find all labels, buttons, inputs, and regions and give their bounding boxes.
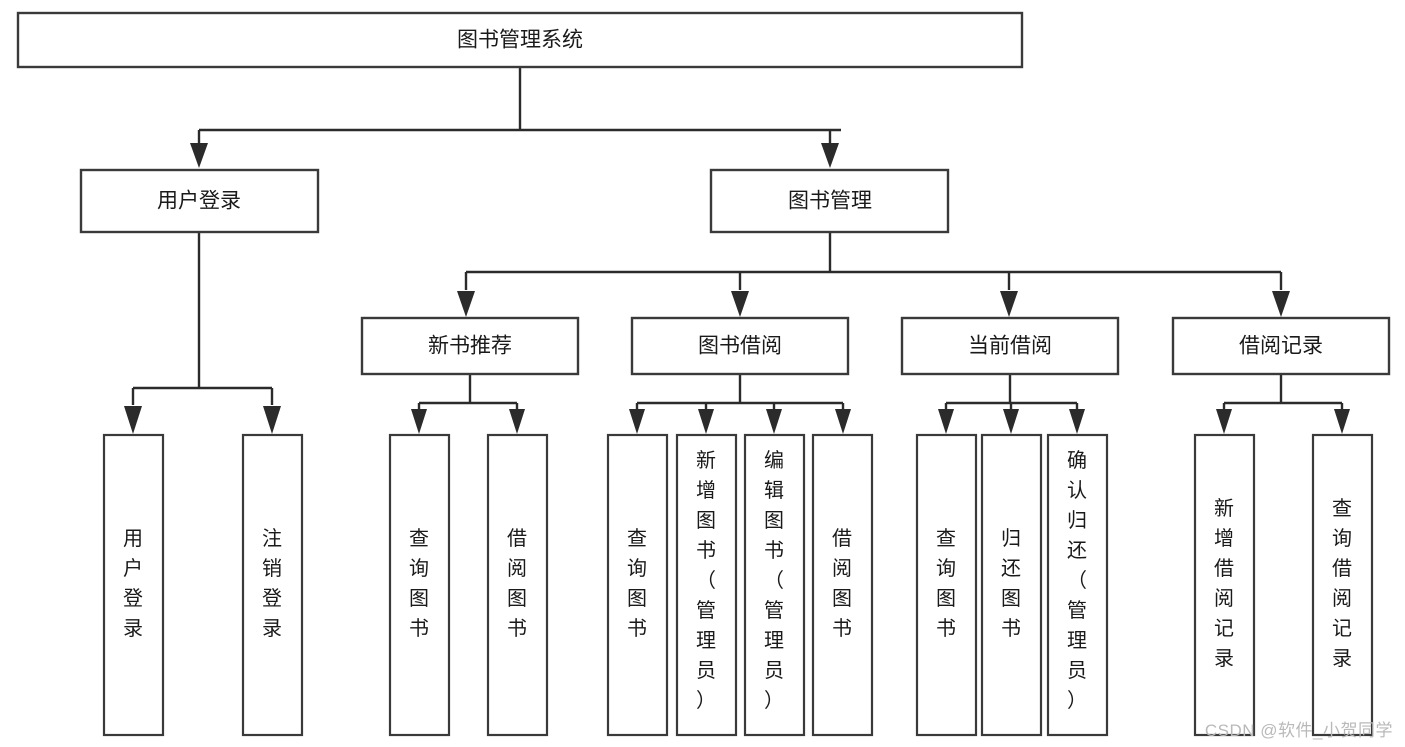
- node-leaf-query-book-1-rect[interactable]: [388, 433, 451, 737]
- node-leaf-borrow-book-1-label: 借阅图书: [507, 527, 527, 640]
- node-leaf-borrow-book-2-rect[interactable]: [811, 433, 874, 737]
- node-leaf-user-login-rect[interactable]: [102, 433, 165, 737]
- node-leaf-return-book-label: 归还图书: [1001, 527, 1021, 640]
- arrowhead-book-borrow: [731, 291, 749, 317]
- node-leaf-user-logout[interactable]: 注销登录: [241, 433, 304, 737]
- node-new-book-recommend-label: 新书推荐: [428, 335, 512, 358]
- node-leaf-query-book-3-label: 查询图书: [936, 527, 956, 640]
- node-current-borrow-rect[interactable]: [900, 316, 1120, 376]
- node-leaf-confirm-return[interactable]: 确认归还（管理员）: [1046, 433, 1109, 737]
- node-leaf-query-record-label: 查询借阅记录: [1332, 497, 1352, 670]
- arrowhead-leaf-add-record: [1216, 409, 1232, 434]
- node-user-login-rect[interactable]: [79, 168, 320, 234]
- node-leaf-borrow-book-1[interactable]: 借阅图书: [486, 433, 549, 737]
- node-leaf-add-book-rect[interactable]: [675, 433, 738, 737]
- node-leaf-query-book-3[interactable]: 查询图书: [915, 433, 978, 737]
- node-leaf-edit-book[interactable]: 编辑图书（管理员）: [743, 433, 806, 737]
- arrowhead-leaf-add-book: [698, 409, 714, 434]
- node-leaf-borrow-book-2-label: 借阅图书: [832, 527, 852, 640]
- arrowhead-leaf-query-book-3: [938, 409, 954, 434]
- arrowhead-borrow-record: [1272, 291, 1290, 317]
- node-leaf-query-book-1-label: 查询图书: [409, 527, 429, 640]
- node-leaf-add-record-label: 新增借阅记录: [1214, 497, 1234, 670]
- node-leaf-query-record[interactable]: 查询借阅记录: [1311, 433, 1374, 737]
- arrowhead-leaf-query-book-1: [411, 409, 427, 434]
- node-borrow-record-label: 借阅记录: [1239, 335, 1323, 358]
- node-leaf-add-book-label: 新增图书（管理员）: [696, 449, 716, 712]
- node-leaf-add-book[interactable]: 新增图书（管理员）: [675, 433, 738, 737]
- node-user-login-label: 用户登录: [157, 190, 241, 213]
- node-leaf-edit-book-rect[interactable]: [743, 433, 806, 737]
- arrowhead-new-book-recommend: [457, 291, 475, 317]
- node-leaf-return-book[interactable]: 归还图书: [980, 433, 1043, 737]
- node-leaf-borrow-book-1-rect[interactable]: [486, 433, 549, 737]
- node-leaf-query-book-3-rect[interactable]: [915, 433, 978, 737]
- node-leaf-return-book-rect[interactable]: [980, 433, 1043, 737]
- arrowhead-current-borrow: [1000, 291, 1018, 317]
- node-leaf-borrow-book-2[interactable]: 借阅图书: [811, 433, 874, 737]
- node-root-rect[interactable]: [16, 11, 1024, 69]
- csdn-watermark: CSDN @软件_小贺同学: [1204, 721, 1393, 740]
- arrowhead-leaf-user-login: [124, 406, 142, 434]
- arrowhead-leaf-return-book: [1003, 409, 1019, 434]
- node-current-borrow[interactable]: 当前借阅: [900, 316, 1120, 376]
- node-book-manage[interactable]: 图书管理: [709, 168, 950, 234]
- node-user-login[interactable]: 用户登录: [79, 168, 320, 234]
- node-book-borrow-rect[interactable]: [630, 316, 850, 376]
- arrowhead-leaf-user-logout: [263, 406, 281, 434]
- node-book-manage-rect[interactable]: [709, 168, 950, 234]
- node-book-borrow-label: 图书借阅: [698, 335, 782, 358]
- arrowhead-leaf-confirm-return: [1069, 409, 1085, 434]
- node-root-label: 图书管理系统: [457, 29, 583, 52]
- arrowhead-book-manage: [821, 143, 839, 168]
- node-borrow-record[interactable]: 借阅记录: [1171, 316, 1391, 376]
- node-leaf-edit-book-label: 编辑图书（管理员）: [764, 449, 784, 712]
- node-leaf-user-login[interactable]: 用户登录: [102, 433, 165, 737]
- node-new-book-recommend[interactable]: 新书推荐: [360, 316, 580, 376]
- node-leaf-user-logout-label: 注销登录: [262, 527, 282, 640]
- node-leaf-user-logout-rect[interactable]: [241, 433, 304, 737]
- node-leaf-confirm-return-rect[interactable]: [1046, 433, 1109, 737]
- node-leaf-query-book-2-rect[interactable]: [606, 433, 669, 737]
- node-book-borrow[interactable]: 图书借阅: [630, 316, 850, 376]
- arrowhead-leaf-borrow-book-2: [835, 409, 851, 434]
- arrowhead-user-login: [190, 143, 208, 168]
- node-borrow-record-rect[interactable]: [1171, 316, 1391, 376]
- arrowhead-leaf-query-record: [1334, 409, 1350, 434]
- node-root-book-management-system[interactable]: 图书管理系统: [16, 11, 1024, 69]
- node-leaf-query-book-2-label: 查询图书: [627, 527, 647, 640]
- node-leaf-query-book-1[interactable]: 查询图书: [388, 433, 451, 737]
- arrowhead-leaf-edit-book: [766, 409, 782, 434]
- node-leaf-add-record[interactable]: 新增借阅记录: [1193, 433, 1256, 737]
- node-new-book-recommend-rect[interactable]: [360, 316, 580, 376]
- node-leaf-confirm-return-label: 确认归还（管理员）: [1067, 449, 1087, 712]
- node-book-manage-label: 图书管理: [788, 190, 872, 213]
- connector-layer: [124, 67, 1350, 434]
- node-leaf-query-book-2[interactable]: 查询图书: [606, 433, 669, 737]
- arrowhead-leaf-query-book-2: [629, 409, 645, 434]
- arrowhead-leaf-borrow-book-1: [509, 409, 525, 434]
- node-leaf-user-login-label: 用户登录: [123, 528, 143, 640]
- node-current-borrow-label: 当前借阅: [968, 335, 1052, 358]
- node-leaf-add-record-rect[interactable]: [1193, 433, 1256, 737]
- node-leaf-query-record-rect[interactable]: [1311, 433, 1374, 737]
